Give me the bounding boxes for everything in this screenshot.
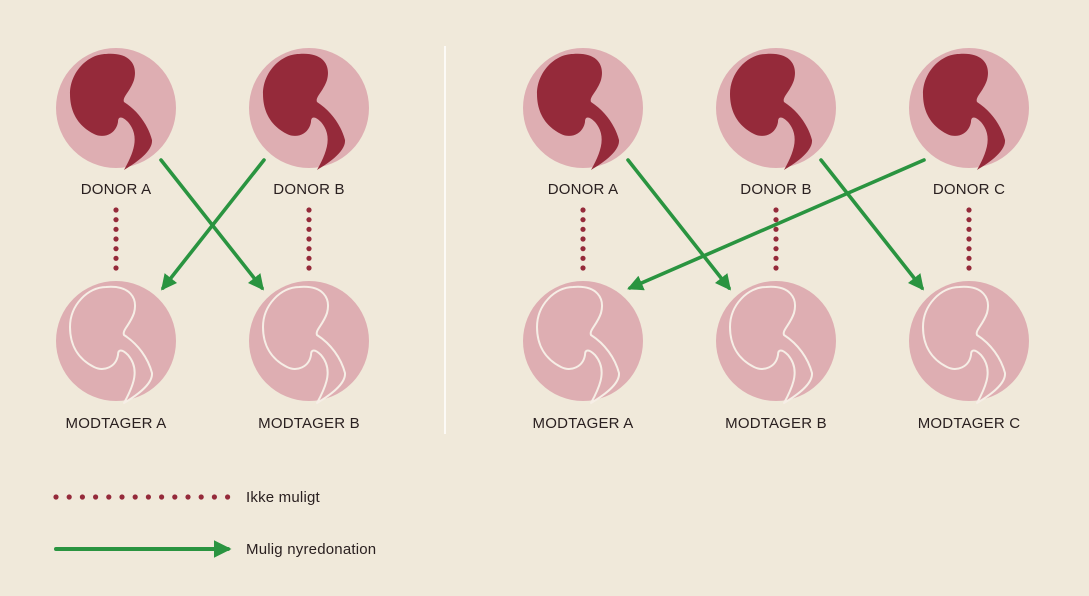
not-possible-connector: [306, 207, 312, 271]
dot: [66, 494, 72, 500]
dot: [580, 246, 586, 252]
recipient-label: MODTAGER A: [533, 415, 634, 432]
donor-kidney-icon: [70, 53, 153, 170]
dot: [306, 226, 312, 232]
dot: [773, 207, 779, 213]
recipient-kidney-icon: [922, 285, 1006, 404]
dot: [966, 246, 972, 252]
dot: [172, 494, 178, 500]
not-possible-connector: [773, 207, 779, 271]
legend-item-possible: Mulig nyredonation: [54, 540, 376, 558]
dot: [93, 494, 99, 500]
donor-kidney-icon: [263, 53, 346, 170]
legend-label-not-possible: Ikke muligt: [246, 489, 321, 506]
panel-three-pair-exchange: DONOR A DONOR B DONOR C MODTAGER A MODTAGER …: [523, 48, 1029, 432]
recipient-label: MODTAGER B: [258, 415, 360, 432]
donation-arrow: [627, 158, 926, 291]
dot: [145, 494, 151, 500]
dot: [225, 494, 231, 500]
donor-kidney-icon: [730, 53, 813, 170]
dot: [306, 217, 312, 223]
donation-arrow: [819, 158, 924, 291]
dot: [113, 255, 119, 261]
dot: [113, 226, 119, 232]
dot: [306, 207, 312, 213]
dot: [966, 265, 972, 271]
donor-label: DONOR C: [933, 181, 1005, 198]
not-possible-connector: [113, 207, 119, 271]
dot: [79, 494, 85, 500]
recipient-circle: [909, 281, 1029, 401]
donor-kidney-icon: [923, 53, 1006, 170]
legend-label-possible: Mulig nyredonation: [246, 541, 376, 558]
dot: [306, 255, 312, 261]
legend-item-not-possible: Ikke muligt: [53, 489, 320, 506]
dot: [773, 255, 779, 261]
dot: [966, 217, 972, 223]
dot: [53, 494, 59, 500]
recipient-circle: [56, 281, 176, 401]
dot: [198, 494, 204, 500]
dot: [580, 207, 586, 213]
recipient-label: MODTAGER A: [66, 415, 167, 432]
dot: [132, 494, 138, 500]
recipient-circle: [249, 281, 369, 401]
dot: [773, 217, 779, 223]
legend: Ikke muligt Mulig nyredonation: [53, 489, 376, 558]
dot: [580, 236, 586, 242]
dot: [580, 226, 586, 232]
dot: [773, 236, 779, 242]
dot: [773, 226, 779, 232]
dotted-line-icon: [53, 494, 231, 500]
dot: [966, 207, 972, 213]
dot: [773, 246, 779, 252]
dot: [113, 265, 119, 271]
dot: [773, 265, 779, 271]
dot: [113, 207, 119, 213]
recipient-label: MODTAGER C: [918, 415, 1021, 432]
dot: [580, 217, 586, 223]
not-possible-connector: [966, 207, 972, 271]
dot: [113, 217, 119, 223]
dot: [113, 246, 119, 252]
dot: [106, 494, 112, 500]
dot: [113, 236, 119, 242]
dot: [306, 246, 312, 252]
recipient-kidney-icon: [69, 285, 153, 404]
dot: [306, 236, 312, 242]
recipient-kidney-icon: [536, 285, 620, 404]
donation-arrow: [161, 158, 266, 291]
dot: [306, 265, 312, 271]
not-possible-connector: [580, 207, 586, 271]
recipient-kidney-icon: [729, 285, 813, 404]
recipient-circle: [523, 281, 643, 401]
recipient-circle: [716, 281, 836, 401]
dot: [185, 494, 191, 500]
dot: [211, 494, 217, 500]
donor-label: DONOR B: [273, 181, 344, 198]
dot: [580, 255, 586, 261]
recipient-kidney-icon: [262, 285, 346, 404]
donation-arrow: [626, 158, 731, 291]
recipient-label: MODTAGER B: [725, 415, 827, 432]
dot: [966, 226, 972, 232]
dot: [159, 494, 165, 500]
dot: [119, 494, 125, 500]
donor-label: DONOR A: [548, 181, 619, 198]
donor-kidney-icon: [537, 53, 620, 170]
dot: [966, 236, 972, 242]
dot: [966, 255, 972, 261]
dot: [580, 265, 586, 271]
donor-label: DONOR A: [81, 181, 152, 198]
donor-label: DONOR B: [740, 181, 811, 198]
panel-two-pair-exchange: DONOR A DONOR B MODTAGER A MODTAGER B: [56, 48, 369, 432]
